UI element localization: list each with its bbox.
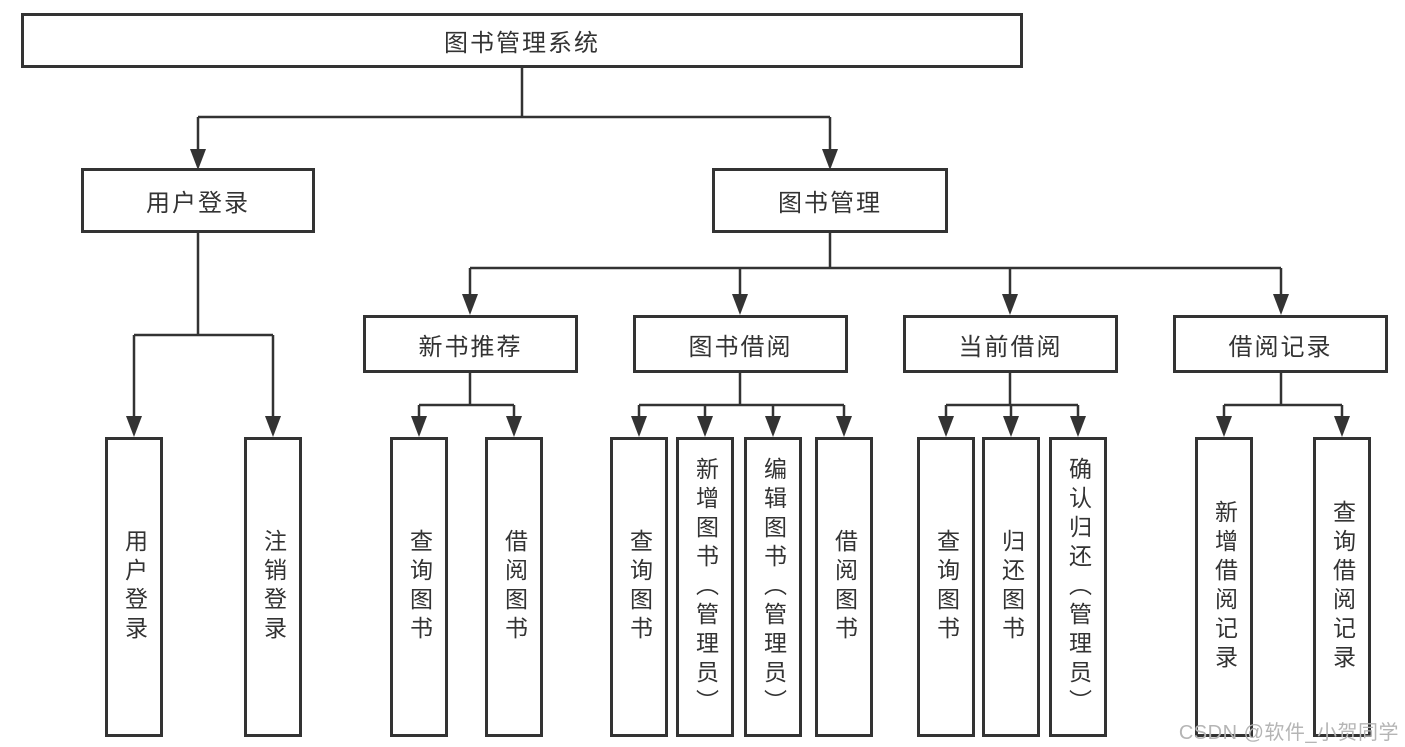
leaf-confirm-return-admin: 确认归还（管理员） <box>1049 437 1107 737</box>
node-user-login-label: 用户登录 <box>146 190 250 217</box>
leaf-add-borrow-record: 新增借阅记录 <box>1195 437 1253 737</box>
leaf-query-book-recommend-label: 查询图书 <box>406 529 433 645</box>
leaf-edit-book-admin: 编辑图书（管理员） <box>744 437 802 737</box>
leaf-add-book-admin: 新增图书（管理员） <box>676 437 734 737</box>
leaf-add-book-admin-label: 新增图书（管理员） <box>692 456 719 718</box>
leaf-add-borrow-record-label: 新增借阅记录 <box>1211 500 1238 674</box>
leaf-borrow-book: 借阅图书 <box>815 437 873 737</box>
leaf-query-book-borrow-label: 查询图书 <box>626 529 653 645</box>
leaf-borrow-book-label: 借阅图书 <box>831 529 858 645</box>
node-user-login: 用户登录 <box>81 168 315 233</box>
node-new-book-recommend: 新书推荐 <box>363 315 578 373</box>
leaf-query-book-borrow: 查询图书 <box>610 437 668 737</box>
node-borrow-record: 借阅记录 <box>1173 315 1388 373</box>
csdn-watermark: CSDN @软件_小贺同学 <box>1178 722 1399 744</box>
leaf-edit-book-admin-label: 编辑图书（管理员） <box>760 456 787 718</box>
node-book-management-label: 图书管理 <box>778 190 882 217</box>
leaf-query-book-recommend: 查询图书 <box>390 437 448 737</box>
node-root: 图书管理系统 <box>21 13 1023 68</box>
leaf-return-book-label: 归还图书 <box>998 529 1025 645</box>
leaf-user-login: 用户登录 <box>105 437 163 737</box>
node-new-book-recommend-label: 新书推荐 <box>418 333 523 361</box>
leaf-borrow-book-recommend-label: 借阅图书 <box>501 529 528 645</box>
leaf-query-borrow-record: 查询借阅记录 <box>1313 437 1371 737</box>
node-root-label: 图书管理系统 <box>444 30 600 57</box>
leaf-borrow-book-recommend: 借阅图书 <box>485 437 543 737</box>
arrowheads <box>126 149 1350 437</box>
node-current-borrow: 当前借阅 <box>903 315 1118 373</box>
leaf-confirm-return-admin-label: 确认归还（管理员） <box>1065 456 1092 718</box>
node-current-borrow-label: 当前借阅 <box>958 333 1063 361</box>
leaf-query-borrow-record-label: 查询借阅记录 <box>1329 500 1356 674</box>
leaf-return-book: 归还图书 <box>982 437 1040 737</box>
leaf-query-book-current-label: 查询图书 <box>933 529 960 645</box>
node-book-borrow: 图书借阅 <box>633 315 848 373</box>
node-borrow-record-label: 借阅记录 <box>1228 333 1333 361</box>
leaf-logout: 注销登录 <box>244 437 302 737</box>
leaf-query-book-current: 查询图书 <box>917 437 975 737</box>
leaf-logout-label: 注销登录 <box>260 529 287 645</box>
node-book-management: 图书管理 <box>712 168 948 233</box>
leaf-user-login-label: 用户登录 <box>121 529 148 645</box>
node-book-borrow-label: 图书借阅 <box>688 333 793 361</box>
